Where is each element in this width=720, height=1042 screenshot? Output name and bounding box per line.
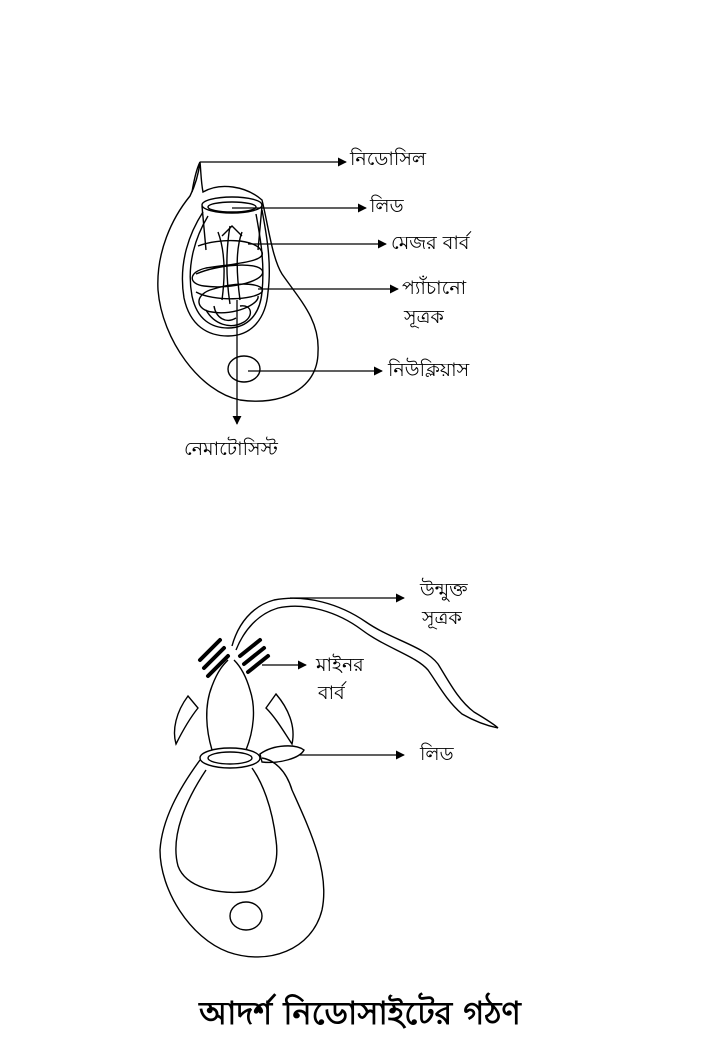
coiled-thread [191,239,264,288]
label-free-thread-1: উন্মুক্ত [420,579,468,601]
label-major-barb: মেজর বার্ব [391,232,470,254]
label-coiled-thread-2: সূত্রক [404,306,444,328]
lid-ring [201,196,263,214]
label-minor-barb-1: মাইনর [316,654,364,676]
cell-outline [159,757,325,958]
side-barb-left [173,694,199,746]
capsule-outline [181,209,270,337]
label-minor-barb-2: বার্ব [318,682,345,704]
free-thread [231,597,499,729]
label-cnidocil: নিডোসিল [350,148,427,170]
discharged-cnidocyte [159,597,499,958]
top-pointers [200,157,399,425]
side-barb-right [265,692,294,746]
bottom-pointers [262,593,405,760]
lid-inner [207,201,257,213]
minor-barbs [198,638,270,678]
label-nematocyst: নেমাটোসিস্ট [184,438,278,460]
label-coiled-thread-1: প্যাঁচানো [402,277,467,299]
label-free-thread-2: সূত্রক [422,607,462,629]
capsule-outline [175,767,278,894]
undischarged-cnidocyte [157,161,319,402]
figure-title: আদর্শ নিডোসাইটের গঠণ [199,994,521,1032]
label-lid-top: লিড [370,195,404,217]
major-barb [217,231,225,301]
capsule-inner-outline [189,213,264,329]
everted-tube [206,659,229,751]
collar-ring [199,747,261,769]
label-nucleus: নিউক্লিয়াস [388,359,470,381]
nucleus [229,901,263,931]
cnidocil [191,161,201,193]
label-lid-bottom: লিড [420,743,454,765]
open-lid [259,745,305,764]
nucleus [227,355,261,383]
cell-outline [157,161,319,402]
